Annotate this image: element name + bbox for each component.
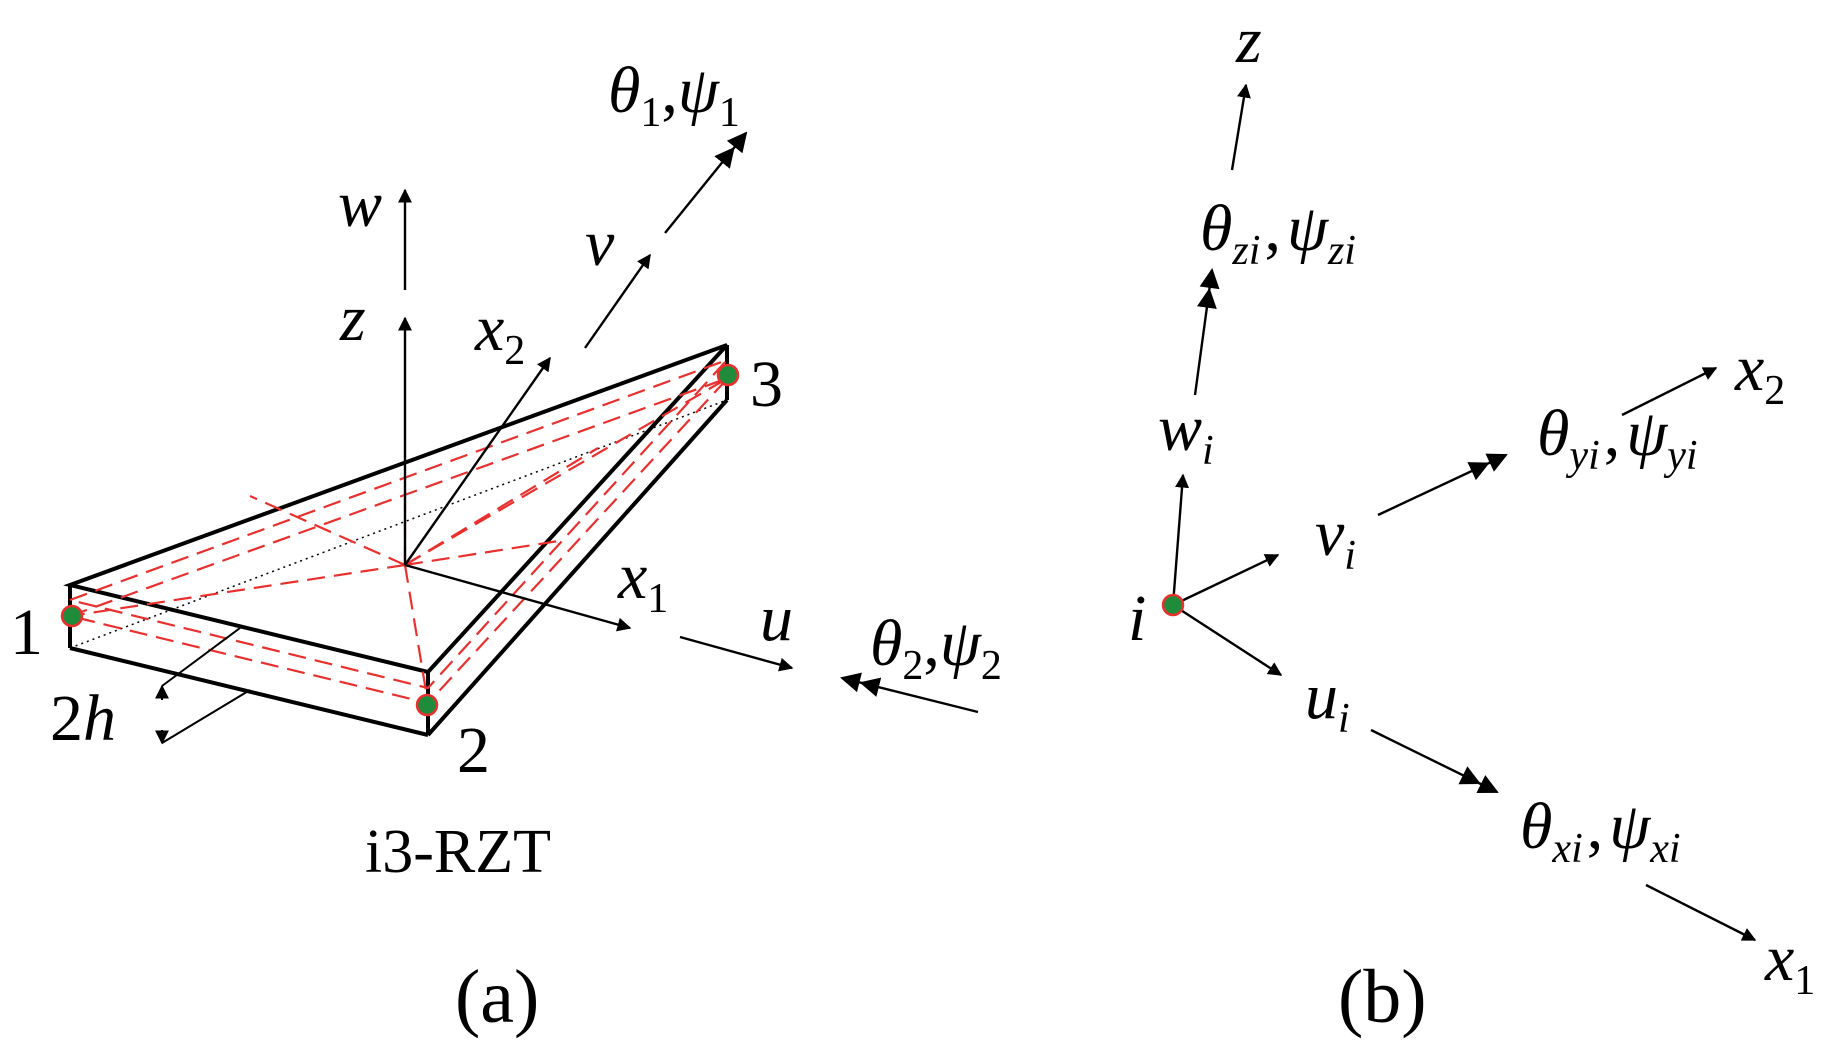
caption-b: (b) [1338,955,1427,1039]
node-i-label: i [1128,582,1146,655]
node-1-marker [60,604,84,628]
local-axes [398,131,979,714]
w-axis-label: w [338,168,382,241]
rot1-axis-line [664,131,748,234]
x1-axis-label: x1 [617,540,668,622]
x2-axis-line [404,356,551,566]
node-i-marker [1161,593,1185,617]
node-2-label: 2 [457,714,490,787]
thickness-dimension [155,627,251,745]
rot1-label: θ1,ψ1 [608,54,740,136]
element-name-label: i3-RZT [365,818,551,886]
x1-axis-arrow [1645,883,1757,942]
z-axis-arrow [1230,83,1251,171]
v-i-arrow [1172,553,1280,607]
v-axis-line [584,253,651,349]
node-2-marker [415,693,439,717]
node-3-label: 3 [750,348,783,421]
x2-axis-label-b: x2 [1734,332,1785,414]
u-i-arrow [1172,603,1283,677]
caption-a: (a) [455,955,539,1039]
x1-axis-label-b: x1 [1764,922,1815,1004]
w-i-arrow [1171,473,1190,606]
x2-axis-arrow [1621,366,1718,417]
mid-plane-dashed [66,358,729,705]
rot2-label: θ2,ψ2 [870,607,1002,689]
plate-top-face [63,343,729,675]
rot-x-label: θxi,ψxi [1520,790,1681,872]
x2-axis-label: x2 [474,292,525,374]
v-i-label: vi [1315,497,1356,579]
v-axis-label: v [585,207,615,280]
w-i-label: wi [1158,392,1214,474]
node-1-label: 1 [10,596,43,669]
rot-z-label: θzi,ψzi [1200,192,1356,274]
x1-axis-line [404,563,632,632]
rot-y-label: θyi,ψyi [1537,397,1698,479]
node-3-marker [716,363,740,387]
rot-z-arrow [1193,268,1220,396]
thickness-label: 2h [50,682,116,755]
rot-y-arrow [1377,453,1508,517]
z-axis-label: z [339,282,366,355]
rot2-axis-line [840,672,979,714]
panel-b: i z x2 x1 wi vi ui θzi,ψzi θyi,ψyi θxi,ψ… [1128,4,1815,1039]
u-axis-line [679,635,794,672]
u-axis-label: u [760,582,793,655]
panel-a-nodes [60,363,740,717]
u-i-label: ui [1305,660,1350,742]
panel-a: 1 2 3 2h z w v u x2 x1 θ1,ψ1 θ2,ψ2 i3-RZ… [10,54,1002,1039]
nodal-dof-arrows [1171,83,1757,942]
z-axis-label-b: z [1235,4,1262,77]
rot-x-arrow [1370,728,1499,794]
